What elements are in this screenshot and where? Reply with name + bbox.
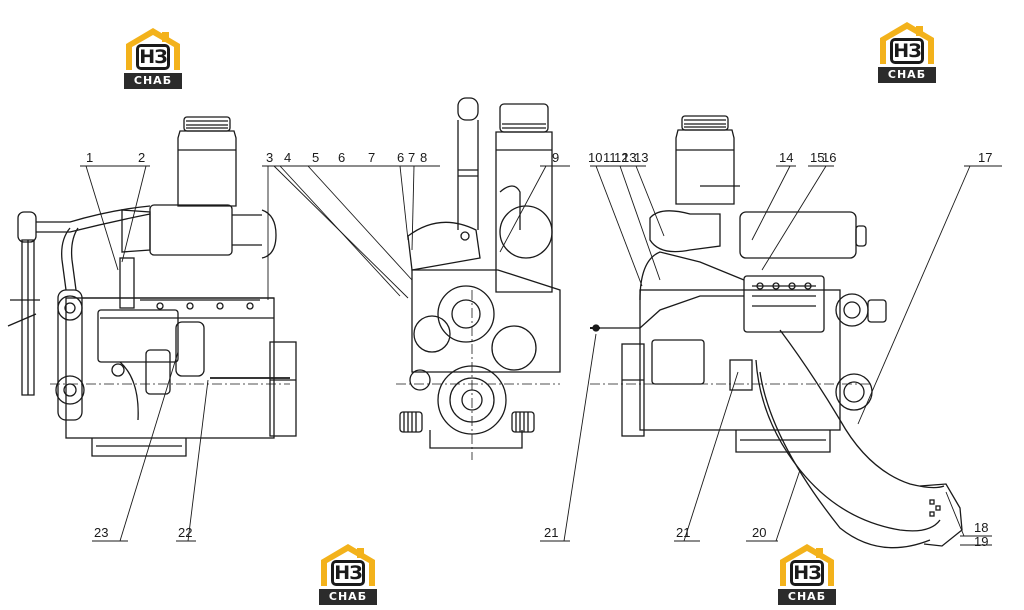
callout-16: 16 [822, 150, 836, 165]
callout-15: 15 [810, 150, 824, 165]
callout-7: 7 [408, 150, 415, 165]
engine-front-view [396, 97, 561, 460]
engine-left-view [7, 116, 297, 457]
callout-13: 13 [634, 150, 648, 165]
logo-letters: НЗ [331, 560, 365, 586]
brand-logo: НЗ СНАБ [122, 26, 184, 92]
callout-9: 9 [552, 150, 559, 165]
callout-5: 5 [312, 150, 319, 165]
callout-3: 3 [266, 150, 273, 165]
callout-12: 12 [614, 150, 628, 165]
callout-8: 8 [420, 150, 427, 165]
callout-23: 23 [94, 525, 108, 540]
callout-6: 6 [338, 150, 345, 165]
callout-13: 13 [622, 150, 636, 165]
logo-house-icon [126, 28, 180, 70]
logo-house-icon [780, 544, 834, 586]
brand-logo: НЗ СНАБ [776, 542, 838, 608]
logo-word: СНАБ [778, 589, 836, 605]
logo-word: СНАБ [319, 589, 377, 605]
callout-21: 21 [676, 525, 690, 540]
callout-7: 7 [368, 150, 375, 165]
callout-21: 21 [544, 525, 558, 540]
callout-4: 4 [284, 150, 291, 165]
logo-word: СНАБ [124, 73, 182, 89]
logo-house-icon [880, 22, 934, 64]
brand-logo: НЗ СНАБ [317, 542, 379, 608]
callout-2: 2 [138, 150, 145, 165]
callout-11: 11 [603, 150, 617, 165]
logo-word: СНАБ [878, 67, 936, 83]
callout-20: 20 [752, 525, 766, 540]
logo-letters: НЗ [790, 560, 824, 586]
logo-letters: НЗ [136, 44, 170, 70]
engine-right-view [590, 115, 963, 549]
callout-labels: 1 2 3 4 5 6 7 6 7 8 9 10 11 12 13 13 14 … [86, 150, 992, 549]
brand-logo: НЗ СНАБ [876, 20, 938, 86]
callout-19: 19 [974, 534, 988, 549]
callout-18: 18 [974, 520, 988, 535]
callout-14: 14 [779, 150, 793, 165]
callout-1: 1 [86, 150, 93, 165]
callout-17: 17 [978, 150, 992, 165]
callout-6: 6 [397, 150, 404, 165]
logo-letters: НЗ [890, 38, 924, 64]
callout-leader-lines [80, 165, 1002, 546]
callout-22: 22 [178, 525, 192, 540]
callout-10: 10 [588, 150, 602, 165]
logo-house-icon [321, 544, 375, 586]
